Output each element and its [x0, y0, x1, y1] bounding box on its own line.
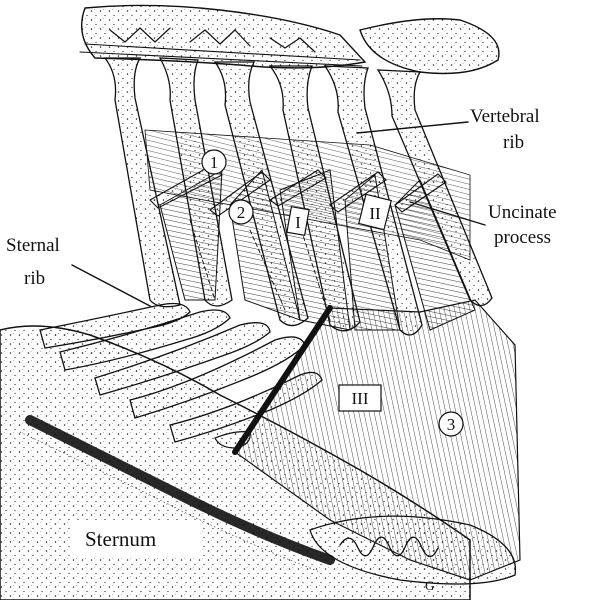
sternum-label: Sternum: [85, 527, 156, 551]
box-marker-I: I: [287, 207, 309, 236]
svg-text:2: 2: [237, 203, 246, 222]
svg-text:II: II: [369, 204, 381, 223]
svg-text:1: 1: [210, 153, 219, 172]
circle-marker-2: 2: [229, 200, 253, 224]
circle-marker-1: 1: [202, 150, 226, 174]
sternal-rib-label-line2: rib: [24, 268, 45, 289]
circle-marker-3: 3: [439, 412, 463, 436]
box-marker-III: III: [339, 385, 381, 411]
svg-text:I: I: [295, 213, 301, 232]
artist-signature: G: [425, 578, 434, 593]
vertebral-rib-label-line2: rib: [503, 132, 524, 153]
svg-text:3: 3: [447, 415, 456, 434]
uncinate-label-line2: process: [494, 227, 551, 248]
uncinate-label-line1: Uncinate: [488, 202, 557, 223]
sternal-rib-label-line1: Sternal: [6, 235, 60, 256]
vertebral-column: [80, 5, 499, 73]
sternal-rib-leader: [72, 265, 150, 306]
svg-text:III: III: [352, 389, 369, 408]
vertebral-rib-label-line1: Vertebral: [470, 106, 540, 127]
